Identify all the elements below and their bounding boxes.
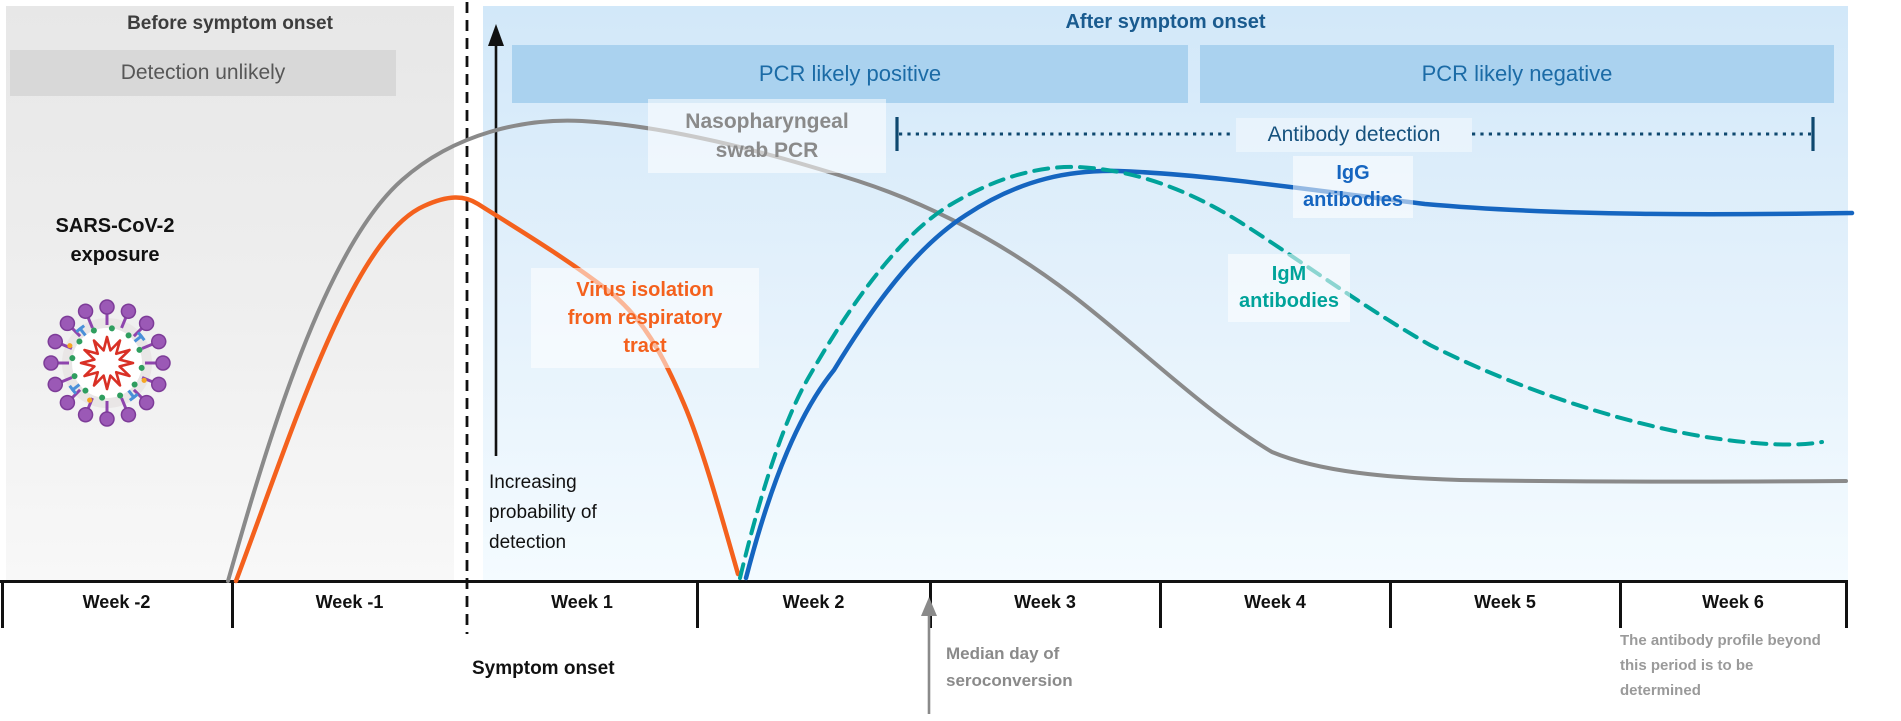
sars-cov-2-exposure-label: SARS-CoV-2 exposure <box>55 215 175 266</box>
pcr-likely-negative-bar: PCR likely negative <box>1200 45 1834 103</box>
week-label: Week -2 <box>82 592 151 612</box>
antibody-profile-footnote: The antibody profile beyond this period … <box>1620 632 1821 699</box>
after-panel-title: After symptom onset <box>1065 11 1266 33</box>
week-label: Week 1 <box>551 592 613 612</box>
week-label: Week -1 <box>315 592 384 612</box>
axis-tick <box>1389 581 1392 628</box>
axis-tick <box>1845 581 1848 628</box>
median-seroconversion-label: Median day of seroconversion <box>946 644 1073 690</box>
axis-tick <box>231 581 234 628</box>
week-label: Week 4 <box>1244 592 1306 612</box>
before-panel-title: Before symptom onset <box>127 13 333 34</box>
virus-isolation-curve-label: Virus isolation from respiratory tract <box>531 268 759 368</box>
week-label: Week 3 <box>1014 592 1076 612</box>
igg-curve-label: IgG antibodies <box>1293 156 1413 218</box>
axis-tick <box>696 581 699 628</box>
axis-tick <box>1 581 4 628</box>
week-label: Week 6 <box>1702 592 1764 612</box>
antibody-detection-label: Antibody detection <box>1236 118 1472 152</box>
week-label: Week 2 <box>782 592 845 612</box>
increasing-probability-label: Increasing probability of detection <box>489 472 597 553</box>
axis-tick <box>1619 581 1622 628</box>
symptom-onset-label: Symptom onset <box>472 658 615 679</box>
detection-unlikely-banner: Detection unlikely <box>10 50 396 96</box>
axis-tick <box>1159 581 1162 628</box>
igm-curve-label: IgM antibodies <box>1228 254 1350 322</box>
pcr-swab-curve-label: Nasopharyngeal swab PCR <box>648 99 886 173</box>
pcr-likely-positive-bar: PCR likely positive <box>512 45 1188 103</box>
week-label: Week 5 <box>1474 592 1536 612</box>
timeline-axis <box>0 580 1848 583</box>
virus-icon <box>42 298 172 428</box>
virus-rna-coil <box>79 335 135 391</box>
